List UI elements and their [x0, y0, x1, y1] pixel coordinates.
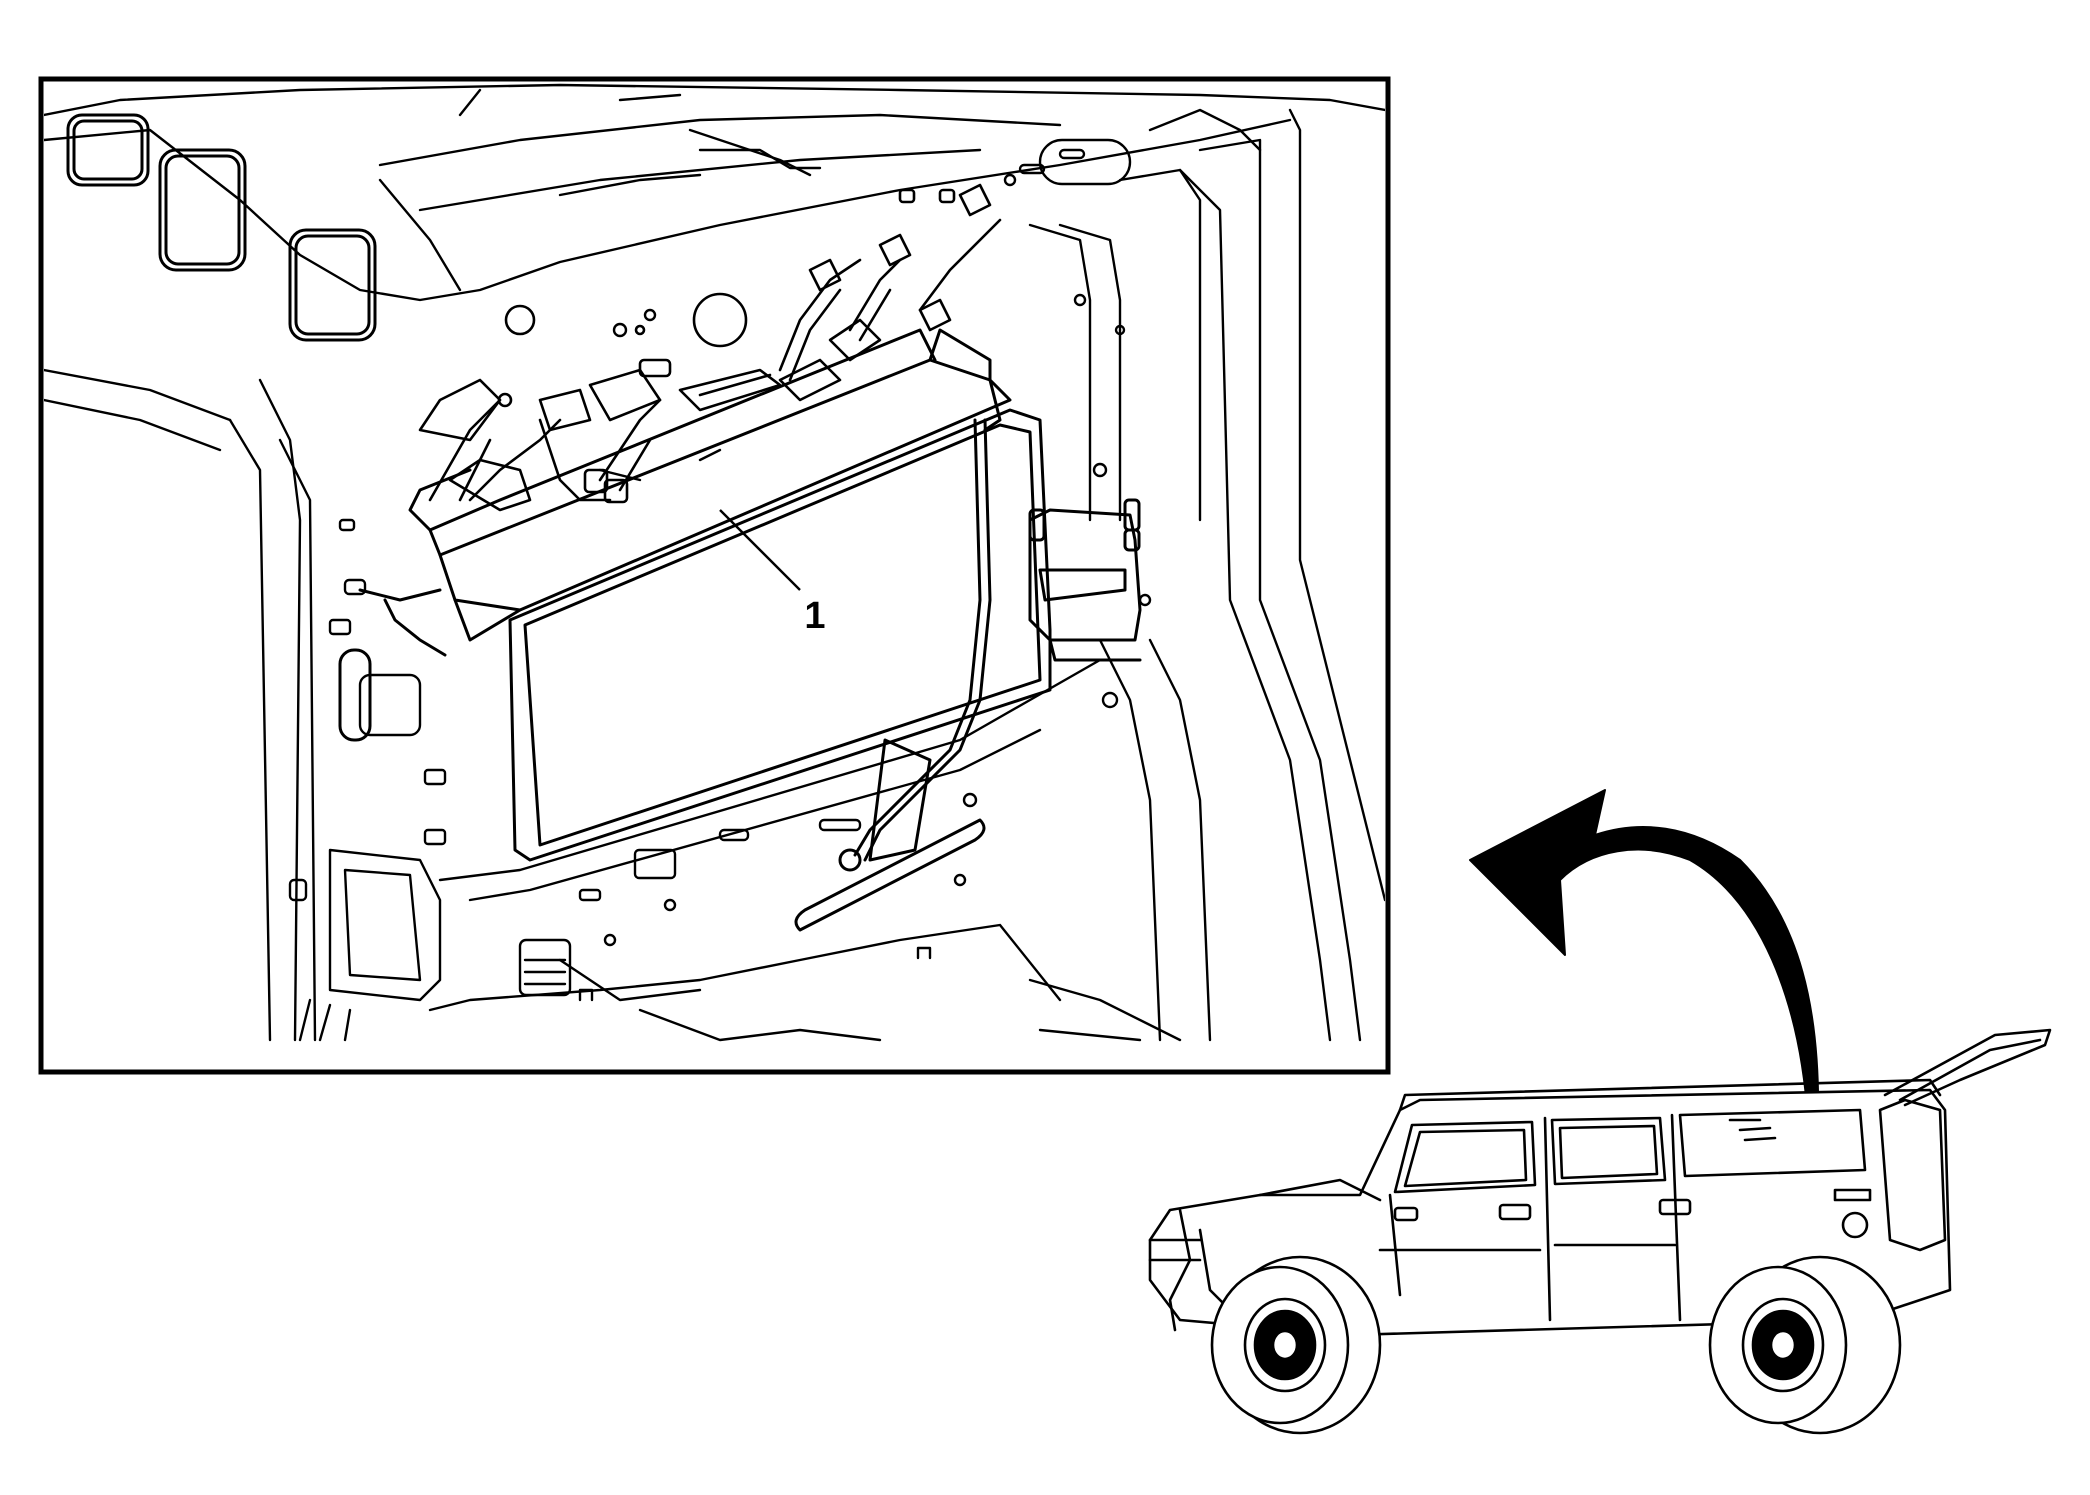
callout-label: 1	[804, 595, 825, 637]
detail-frame	[38, 76, 1391, 1075]
roof-vent-openings	[66, 113, 377, 342]
callout-1: 1	[719, 509, 826, 637]
lower-gas-strut	[794, 418, 992, 932]
upper-mechanism	[418, 183, 1002, 512]
header-trim-panel	[358, 328, 1012, 657]
liftgate-hinge	[1028, 498, 1142, 662]
detail-view: 1	[38, 76, 1391, 1075]
suv-vehicle-icon	[1148, 1028, 2052, 1435]
curved-arrow-icon	[1469, 789, 1820, 1121]
right-pillar	[1028, 108, 1385, 1042]
left-pillar	[44, 368, 442, 1042]
callout-leader-line	[719, 509, 801, 591]
trim-holes	[328, 138, 1132, 846]
rear-window-glass	[508, 408, 1052, 862]
